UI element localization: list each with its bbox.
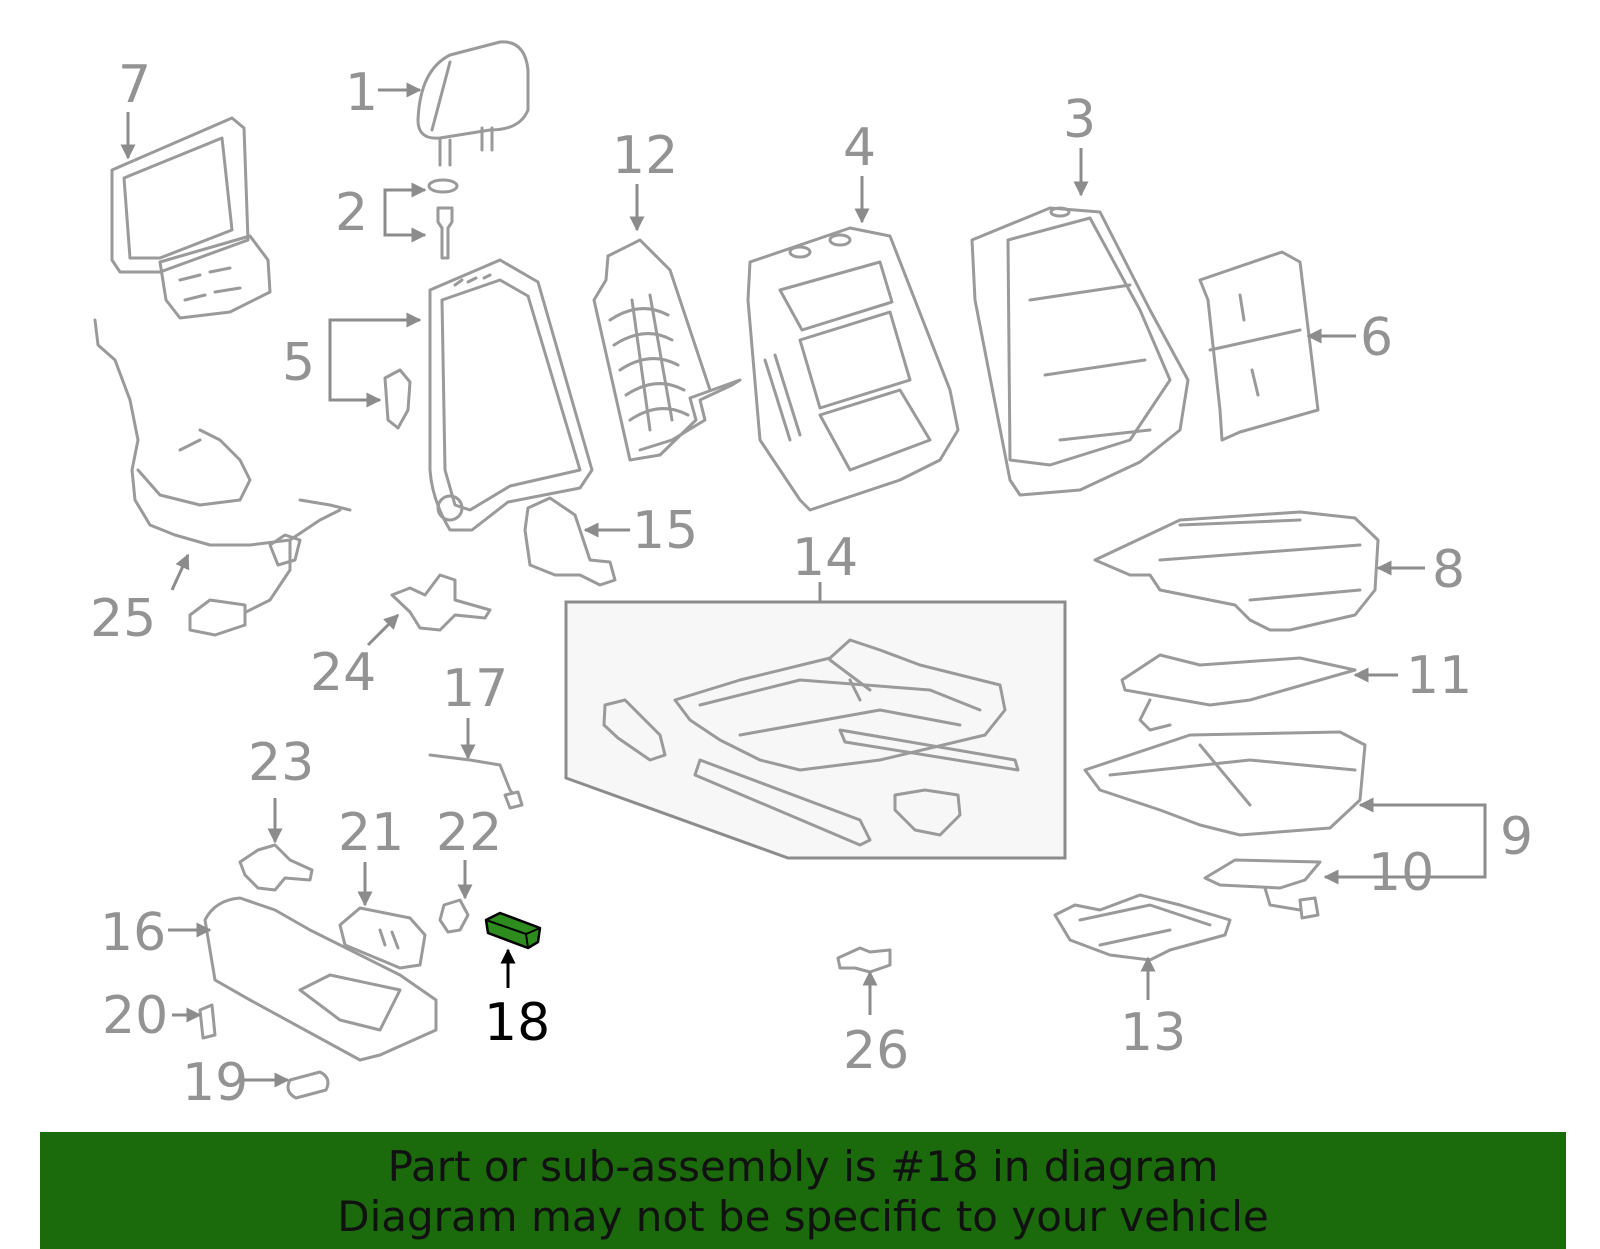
part-2-guides bbox=[427, 178, 459, 260]
label-5: 5 bbox=[282, 333, 315, 393]
part-6-back-panel bbox=[1198, 250, 1320, 442]
part-7-module bbox=[110, 116, 272, 320]
label-14: 14 bbox=[792, 528, 858, 588]
label-24: 24 bbox=[310, 643, 376, 703]
part-16-side-shield bbox=[203, 896, 438, 1062]
label-20: 20 bbox=[102, 986, 168, 1046]
label-22: 22 bbox=[436, 803, 502, 863]
part-5-back-frame bbox=[383, 258, 594, 532]
part-13-cushion-frame bbox=[1053, 893, 1232, 962]
label-7: 7 bbox=[118, 55, 151, 115]
part-19-button bbox=[286, 1070, 330, 1100]
part-22-cap bbox=[438, 898, 470, 934]
part-labels: 1 2 3 4 5 6 7 8 9 10 11 12 13 14 15 16 1… bbox=[90, 55, 1533, 1113]
part-18-highlighted bbox=[484, 911, 542, 950]
label-12: 12 bbox=[612, 126, 678, 186]
part-8-cushion-cover bbox=[1093, 510, 1380, 632]
part-23-clip bbox=[238, 843, 314, 892]
part-11-heater-mat bbox=[1120, 653, 1357, 732]
part-3-back-cover bbox=[970, 206, 1190, 497]
part-1-head-restraint bbox=[416, 40, 530, 167]
part-4-back-pad bbox=[746, 226, 960, 512]
part-9-cushion-pad bbox=[1083, 730, 1367, 837]
part-25-wiring-harness bbox=[93, 318, 352, 637]
label-25: 25 bbox=[90, 589, 156, 649]
label-21: 21 bbox=[338, 803, 404, 863]
label-3: 3 bbox=[1063, 90, 1096, 150]
part-14-seat-track-group bbox=[564, 600, 1067, 860]
label-8: 8 bbox=[1432, 540, 1465, 600]
label-18: 18 bbox=[484, 993, 550, 1053]
part-21-switch bbox=[338, 906, 427, 970]
label-23: 23 bbox=[248, 733, 314, 793]
label-2: 2 bbox=[335, 183, 368, 243]
banner-line-2: Diagram may not be specific to your vehi… bbox=[337, 1192, 1269, 1241]
label-15: 15 bbox=[632, 501, 698, 561]
part-17-cable bbox=[428, 753, 524, 810]
label-4: 4 bbox=[843, 118, 876, 178]
label-1: 1 bbox=[345, 63, 378, 123]
part-15-trim bbox=[523, 496, 617, 587]
part-20-knob bbox=[198, 1003, 217, 1040]
label-26: 26 bbox=[843, 1021, 909, 1081]
label-19: 19 bbox=[182, 1053, 248, 1113]
label-13: 13 bbox=[1120, 1003, 1186, 1063]
label-11: 11 bbox=[1406, 646, 1472, 706]
label-17: 17 bbox=[442, 659, 508, 719]
label-6: 6 bbox=[1360, 308, 1393, 368]
label-9: 9 bbox=[1500, 807, 1533, 867]
part-24-bracket bbox=[390, 573, 492, 632]
part-12-spring-mat bbox=[592, 238, 742, 462]
label-10: 10 bbox=[1368, 843, 1434, 903]
leader-lines bbox=[120, 82, 1487, 1088]
part-10-sensor-mat bbox=[1203, 858, 1322, 920]
part-26-clip bbox=[836, 946, 892, 974]
banner-line-1: Part or sub-assembly is #18 in diagram bbox=[387, 1142, 1219, 1191]
notice-banner: Part or sub-assembly is #18 in diagram D… bbox=[40, 1132, 1566, 1249]
label-16: 16 bbox=[100, 903, 166, 963]
